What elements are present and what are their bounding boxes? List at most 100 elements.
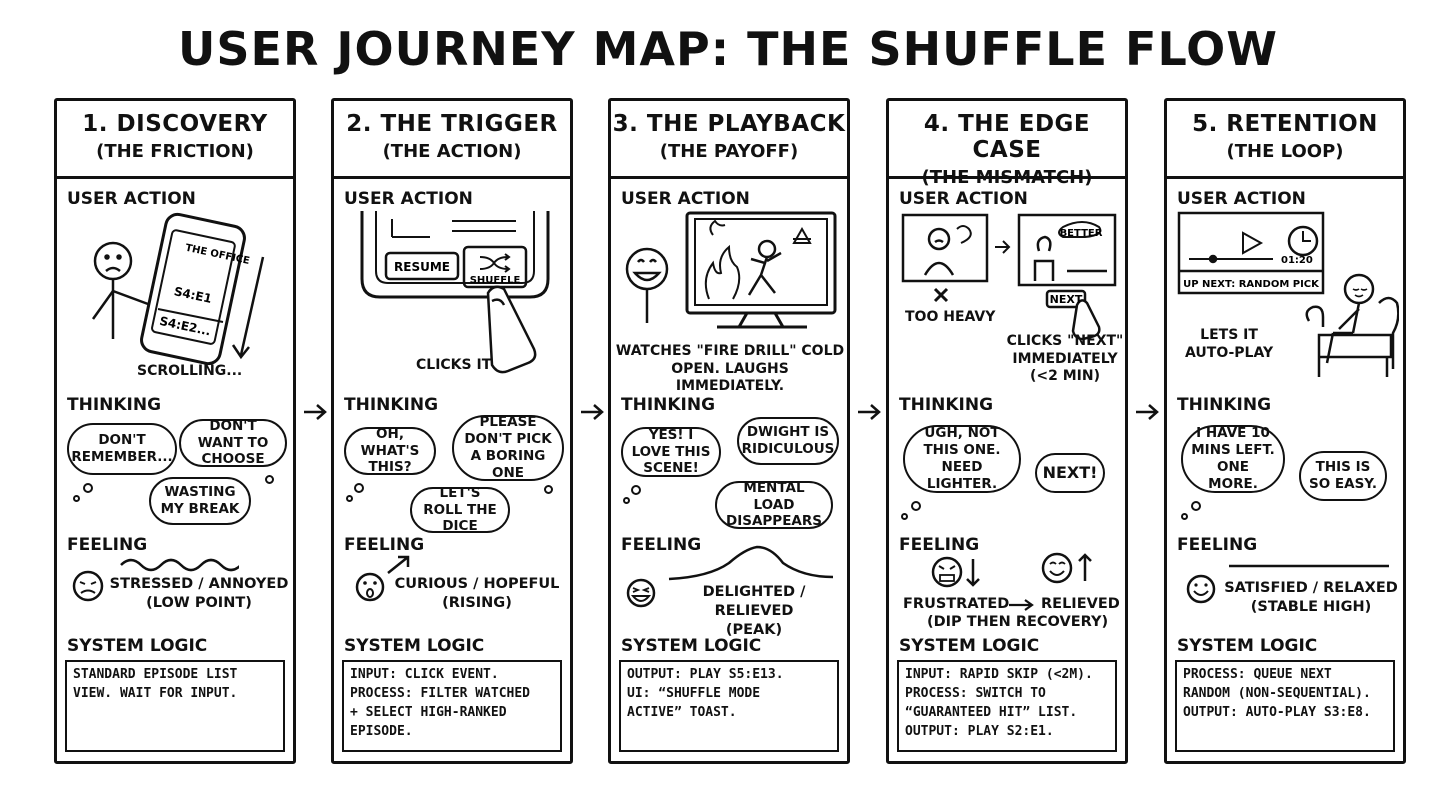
stage-heading: 3. THE PLAYBACK bbox=[612, 111, 846, 137]
laughing-face-icon bbox=[626, 578, 656, 608]
relieved-face-icon bbox=[1041, 552, 1092, 584]
video-time-label: 01:20 bbox=[1281, 255, 1313, 266]
thought-bubble: MENTAL LOAD DISAPPEARS bbox=[715, 480, 833, 529]
arrow-right-icon bbox=[858, 404, 881, 420]
armchair-icon bbox=[1305, 273, 1399, 377]
feeling-text: SATISFIED / RELAXED (STABLE HIGH) bbox=[1224, 580, 1398, 615]
clock-icon bbox=[1287, 225, 1319, 257]
feeling-curve bbox=[668, 545, 834, 581]
stage-edge-case: 4. THE EDGE CASE (THE MISMATCH) USER ACT… bbox=[886, 98, 1128, 764]
thinking-label: THINKING bbox=[621, 395, 716, 415]
resume-button-label: RESUME bbox=[394, 260, 450, 274]
flat-line bbox=[1229, 564, 1389, 568]
arrow-right-icon bbox=[1009, 599, 1034, 611]
playback-illustration bbox=[625, 211, 837, 329]
stage-heading: 4. THE EDGE CASE bbox=[923, 111, 1091, 163]
system-logic-label: SYSTEM LOGIC bbox=[1177, 636, 1318, 656]
sad-face-icon bbox=[91, 241, 149, 339]
user-action-label: USER ACTION bbox=[67, 189, 196, 209]
play-icon bbox=[1242, 231, 1264, 255]
shuffle-icon bbox=[479, 253, 511, 273]
action-caption: LETS IT AUTO-PLAY bbox=[1185, 327, 1274, 361]
arrow-right-icon bbox=[581, 404, 604, 420]
user-action-label: USER ACTION bbox=[899, 189, 1028, 209]
action-caption: TOO HEAVY bbox=[905, 309, 996, 325]
feeling-text: DELIGHTED / RELIEVED (PEAK) bbox=[702, 584, 806, 638]
thought-bubble: DON'T REMEMBER... bbox=[67, 423, 177, 475]
stage-subheading: (THE ACTION) bbox=[382, 141, 522, 162]
stage-header: 4. THE EDGE CASE (THE MISMATCH) bbox=[889, 101, 1125, 188]
thinking-label: THINKING bbox=[344, 395, 439, 415]
feeling-note: (DIP THEN RECOVERY) bbox=[927, 614, 1109, 630]
thought-bubble: LET'S ROLL THE DICE bbox=[410, 485, 510, 534]
thinking-label: THINKING bbox=[67, 395, 162, 415]
stage-heading: 2. THE TRIGGER bbox=[346, 111, 558, 137]
feeling-label: FEELING bbox=[621, 535, 702, 555]
up-next-label: UP NEXT: RANDOM PICK bbox=[1183, 279, 1320, 290]
feeling-from: FRUSTRATED bbox=[903, 596, 1010, 612]
thought-bubble: YES! I LOVE THIS SCENE! bbox=[621, 427, 721, 477]
resume-button-drawing bbox=[384, 251, 460, 281]
system-logic-label: SYSTEM LOGIC bbox=[621, 636, 762, 656]
system-logic-box: OUTPUT: PLAY S5:E13. UI: “SHUFFLE MODE A… bbox=[619, 660, 839, 752]
feeling-label: FEELING bbox=[1177, 535, 1258, 555]
curious-face-icon bbox=[355, 572, 385, 602]
frustrated-face-icon bbox=[931, 556, 980, 588]
system-logic-box: INPUT: RAPID SKIP (<2M). PROCESS: SWITCH… bbox=[897, 660, 1117, 752]
stage-subheading: (THE FRICTION) bbox=[96, 141, 254, 162]
thought-bubble: WASTING MY BREAK bbox=[149, 477, 251, 525]
user-action-label: USER ACTION bbox=[344, 189, 473, 209]
thought-bubble: UGH, NOT THIS ONE. NEED LIGHTER. bbox=[903, 425, 1021, 493]
thought-bubble: DWIGHT IS RIDICULOUS bbox=[737, 417, 839, 465]
system-logic-box: STANDARD EPISODE LIST VIEW. WAIT FOR INP… bbox=[65, 660, 285, 752]
feeling-curve bbox=[120, 558, 239, 572]
thinking-label: THINKING bbox=[899, 395, 994, 415]
system-logic-box: PROCESS: QUEUE NEXT RANDOM (NON-SEQUENTI… bbox=[1175, 660, 1395, 752]
thought-bubble: PLEASE DON'T PICK A BORING ONE bbox=[452, 414, 564, 481]
system-logic-label: SYSTEM LOGIC bbox=[67, 636, 208, 656]
phone-show-title: THE OFFICE bbox=[184, 243, 251, 267]
system-logic-label: SYSTEM LOGIC bbox=[344, 636, 485, 656]
feeling-label: FEELING bbox=[899, 535, 980, 555]
discovery-illustration: THE OFFICE S4:E1 S4:E2... bbox=[91, 212, 265, 366]
feeling-to: RELIEVED bbox=[1041, 596, 1120, 612]
feeling-text: CURIOUS / HOPEFUL (RISING) bbox=[394, 576, 560, 611]
stage-subheading: (THE PAYOFF) bbox=[659, 141, 799, 162]
retention-illustration: 01:20 UP NEXT: RANDOM PICK bbox=[1177, 211, 1399, 377]
satisfied-face-icon bbox=[1186, 574, 1216, 604]
stage-heading: 5. RETENTION bbox=[1192, 111, 1378, 137]
action-caption: WATCHES "FIRE DRILL" COLD OPEN. LAUGHS I… bbox=[615, 343, 845, 394]
fire-icon bbox=[704, 219, 741, 300]
action-caption: SCROLLING... bbox=[137, 363, 243, 379]
stage-header: 5. RETENTION (THE LOOP) bbox=[1167, 101, 1403, 179]
feeling-text: STRESSED / ANNOYED (LOW POINT) bbox=[109, 576, 289, 611]
phone-episode-1: S4:E1 bbox=[173, 284, 213, 306]
tv-icon bbox=[685, 211, 837, 329]
user-action-label: USER ACTION bbox=[621, 189, 750, 209]
phone-icon bbox=[140, 212, 246, 366]
arrow-right-icon bbox=[1136, 404, 1159, 420]
stage-heading: 1. DISCOVERY bbox=[82, 111, 268, 137]
feeling-label: FEELING bbox=[344, 535, 425, 555]
better-label: BETTER bbox=[1060, 228, 1103, 239]
feeling-label: FEELING bbox=[67, 535, 148, 555]
page-title: USER JOURNEY MAP: THE SHUFFLE FLOW bbox=[178, 22, 1278, 76]
stage-playback: 3. THE PLAYBACK (THE PAYOFF) USER ACTION… bbox=[608, 98, 850, 764]
thought-bubble: NEXT! bbox=[1035, 453, 1105, 493]
system-logic-label: SYSTEM LOGIC bbox=[899, 636, 1040, 656]
edge-case-illustration: BETTER NEXT bbox=[901, 213, 1117, 341]
thought-bubble: DON'T WANT TO CHOOSE bbox=[179, 418, 287, 467]
stage-subheading: (THE LOOP) bbox=[1226, 141, 1344, 162]
stage-discovery: 1. DISCOVERY (THE FRICTION) USER ACTION … bbox=[54, 98, 296, 764]
thought-bubble: OH, WHAT'S THIS? bbox=[344, 426, 436, 475]
stressed-face-icon bbox=[72, 570, 104, 602]
next-screen-label: NEXT bbox=[1050, 293, 1083, 306]
action-caption: CLICKS IT bbox=[416, 357, 492, 373]
stage-retention: 5. RETENTION (THE LOOP) USER ACTION 01:2… bbox=[1164, 98, 1406, 764]
stage-header: 1. DISCOVERY (THE FRICTION) bbox=[57, 101, 293, 179]
stage-header: 3. THE PLAYBACK (THE PAYOFF) bbox=[611, 101, 847, 179]
system-logic-box: INPUT: CLICK EVENT. PROCESS: FILTER WATC… bbox=[342, 660, 562, 752]
shuffle-button-label: SHUFFLE bbox=[470, 275, 521, 286]
trigger-illustration: RESUME SHUFFLE bbox=[360, 211, 550, 374]
thought-bubble: I HAVE 10 MINS LEFT. ONE MORE. bbox=[1181, 425, 1285, 493]
